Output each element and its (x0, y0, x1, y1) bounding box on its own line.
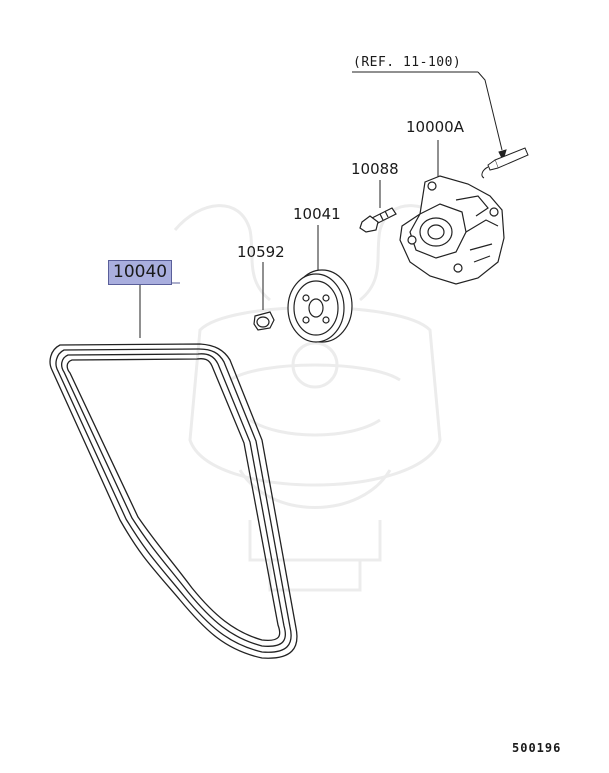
part-label-bolt-upper[interactable]: 10088 (351, 160, 399, 178)
power-steering-pump (399, 175, 505, 285)
belt-10040 (49, 343, 298, 659)
sealant-tube (481, 147, 529, 179)
bolt-10592 (253, 311, 275, 331)
reference-leader (352, 71, 507, 162)
reference-label: (REF. 11-100) (353, 55, 462, 70)
part-label-pulley[interactable]: 10041 (293, 205, 341, 223)
part-label-belt-highlighted[interactable]: 10040 (108, 260, 173, 285)
pulley-10041 (287, 269, 353, 343)
drawing-code: 500196 (512, 741, 562, 755)
part-label-pump[interactable]: 10000A (406, 118, 464, 136)
bolt-10088 (359, 207, 397, 233)
part-label-bolt-lower[interactable]: 10592 (237, 243, 285, 261)
